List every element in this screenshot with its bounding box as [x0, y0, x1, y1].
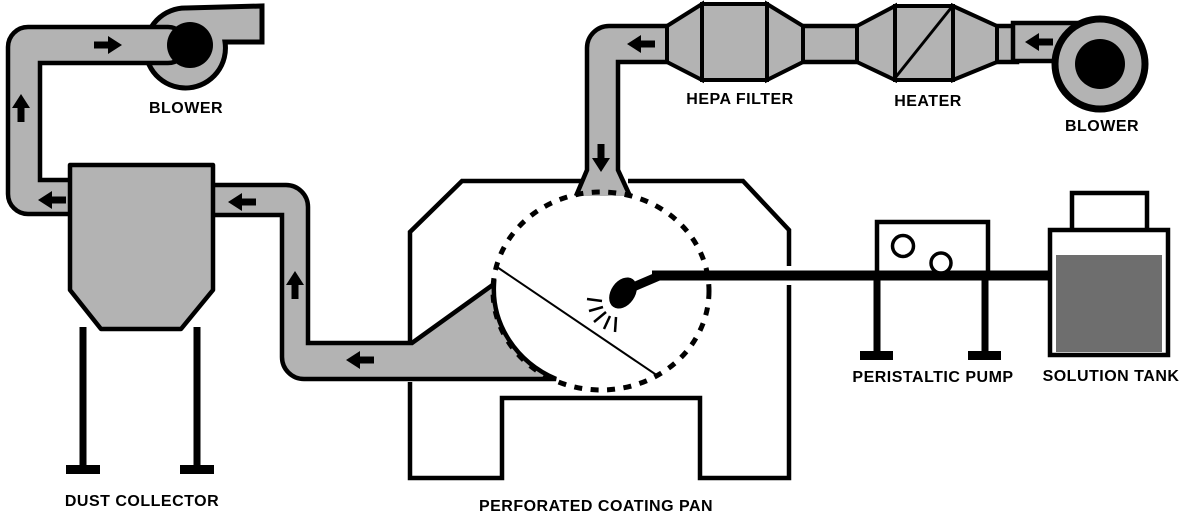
- housing-lower-outline: [407, 285, 792, 481]
- duct-hepa-to-pan: [573, 23, 670, 197]
- peristaltic-pump-label: PERISTALTIC PUMP: [852, 369, 1013, 386]
- heater: HEATER: [855, 2, 999, 110]
- duct-pipe: [207, 182, 557, 382]
- blower-left-label: BLOWER: [149, 100, 223, 117]
- dust-collector-foot: [66, 465, 100, 474]
- hepa-left-cone: [665, 0, 704, 84]
- pump-roller: [929, 251, 953, 275]
- pump-roller: [890, 233, 916, 259]
- spray-mist-icon: [586, 297, 618, 333]
- pump-foot: [968, 351, 1001, 360]
- heater-element-line: [893, 7, 953, 79]
- spray-nozzle-icon: [609, 277, 637, 309]
- dust-collector: DUST COLLECTOR: [65, 162, 219, 510]
- dust-collector-foot: [180, 465, 214, 474]
- duct-hepa-heater: [797, 23, 863, 65]
- drum-baffle-line: [496, 266, 659, 377]
- hepa-filter: HEPA FILTER: [665, 0, 805, 108]
- heater-right-cone: [951, 2, 999, 83]
- solution-tank-label: SOLUTION TANK: [1043, 368, 1180, 385]
- dust-collector-label: DUST COLLECTOR: [65, 493, 219, 510]
- heater-left-cone: [855, 2, 897, 84]
- air-supply-chain: HEPA FILTER HEATER BLOWER: [665, 0, 1149, 135]
- dust-collector-body: [67, 162, 216, 332]
- dust-collector-leg: [79, 327, 87, 467]
- hepa-right-cone: [765, 0, 805, 84]
- coating-pan-drum: [490, 189, 712, 393]
- housing-left-top-outline: [407, 178, 582, 343]
- pump-foot: [860, 351, 893, 360]
- tank-lid: [1069, 190, 1150, 235]
- duct-pipe-edge: [573, 23, 670, 197]
- heater-label: HEATER: [894, 93, 962, 110]
- blower-right-inlet: [1075, 39, 1125, 89]
- blower-left-inlet: [167, 22, 213, 68]
- housing-right-top-outline: [628, 178, 792, 266]
- duct-pan-to-dust-collector: [207, 182, 557, 382]
- coating-pan-housing: PERFORATED COATING PAN: [407, 178, 792, 515]
- blower-right-label: BLOWER: [1065, 118, 1139, 135]
- tank-liquid: [1056, 255, 1162, 352]
- pump-leg: [873, 276, 881, 354]
- perforated-drum-circle: [490, 189, 712, 393]
- hepa-filter-label: HEPA FILTER: [686, 91, 793, 108]
- solution-tank: SOLUTION TANK: [1043, 190, 1180, 385]
- dust-collector-leg: [193, 327, 201, 467]
- pump-leg: [981, 276, 989, 354]
- blower-right: BLOWER: [1051, 15, 1149, 135]
- coating-pan-label: PERFORATED COATING PAN: [479, 498, 713, 515]
- tube-line: [652, 270, 1053, 281]
- hepa-core: [700, 2, 769, 82]
- duct-pipe: [576, 26, 670, 196]
- peristaltic-pump-details: PERISTALTIC PUMP: [852, 233, 1013, 386]
- solution-tube: [586, 270, 1053, 333]
